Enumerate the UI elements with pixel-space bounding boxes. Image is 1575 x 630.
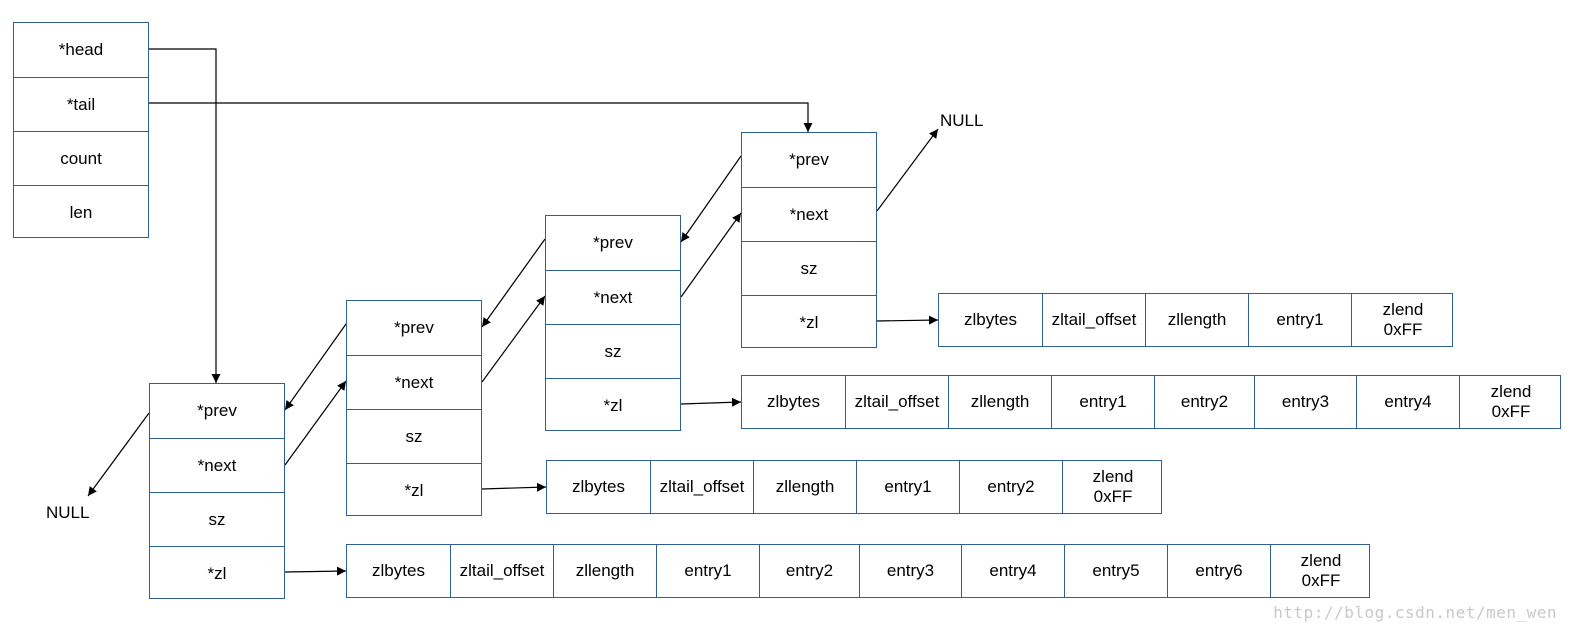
quicklist-node-4-field-next: *next [742, 187, 876, 241]
ziplist-cell-zlbytes: zlbytes [572, 477, 625, 496]
zl-pointer-arrow-1 [284, 566, 347, 576]
quicklist-node-1-field-zl: *zl [150, 546, 284, 600]
quicklist-node-3-field-sz: sz [546, 324, 680, 378]
quicklist-node-2-field-next: *next [347, 355, 481, 409]
head-pointer-arrow [149, 48, 221, 383]
prev-link-arrow-2 [284, 323, 347, 411]
ziplist-cell-zllength: zllength [553, 545, 656, 597]
quicklist-node-3-field-zl: *zl [546, 378, 680, 432]
ziplist-cell-zltail-offset: zltail_offset [845, 376, 948, 428]
quicklist-header-field-head: *head [58, 40, 104, 59]
quicklist-node-1-field-sz: sz [150, 492, 284, 546]
next-link-arrow-2 [481, 295, 546, 383]
ziplist-cell-zlend-0xff: zlend 0xFF [1062, 461, 1163, 513]
ziplist-cell-entry1: entry1 [856, 461, 959, 513]
ziplist-cell-zltail-offset: zltail_offset [650, 461, 753, 513]
quicklist-node-2-field-sz: sz [347, 409, 481, 463]
zl-pointer-arrow-4 [876, 315, 939, 325]
quicklist-node-3-field-prev: *prev [593, 233, 633, 252]
ziplist-cell-entry4: entry4 [961, 545, 1064, 597]
quicklist-node-3-field-next: *next [546, 270, 680, 324]
prev-null-arrow [87, 412, 150, 497]
ziplist-cell-zlend-0xff: zlend 0xFF [1459, 376, 1562, 428]
ziplist-cell-entry2: entry2 [759, 545, 859, 597]
ziplist-cell-entry1: entry1 [656, 545, 759, 597]
quicklist-header-field-len: len [14, 185, 148, 239]
quicklist-header-field-count: count [14, 131, 148, 185]
ziplist-cell-entry3: entry3 [1254, 376, 1356, 428]
quicklist-node-4-field-prev: *prev [789, 150, 829, 169]
quicklist-node-2-field-zl: *zl [347, 463, 481, 517]
zl-pointer-arrow-2 [481, 482, 547, 492]
ziplist-cell-entry5: entry5 [1064, 545, 1167, 597]
quicklist-node-2-field-prev: *prev [394, 318, 434, 337]
ziplist-cell-zlbytes: zlbytes [767, 392, 820, 411]
prev-link-arrow-4 [680, 155, 742, 243]
ziplist-cell-zlend-0xff: zlend 0xFF [1351, 294, 1454, 346]
prev-link-arrow-3 [481, 238, 546, 328]
ziplist-cell-zllength: zllength [948, 376, 1051, 428]
ziplist-cell-zlbytes: zlbytes [372, 561, 425, 580]
ziplist-cell-zltail-offset: zltail_offset [1042, 294, 1145, 346]
quicklist-node-1-field-next: *next [150, 438, 284, 492]
quicklist-node-4-field-zl: *zl [742, 295, 876, 349]
ziplist-cell-entry1: entry1 [1248, 294, 1351, 346]
quicklist-node-1-field-prev: *prev [197, 401, 237, 420]
ziplist-cell-entry6: entry6 [1167, 545, 1270, 597]
ziplist-cell-entry2: entry2 [959, 461, 1062, 513]
next-link-arrow-3 [680, 212, 742, 298]
watermark: http://blog.csdn.net/men_wen [1273, 603, 1557, 622]
quicklist-node-4-field-sz: sz [742, 241, 876, 295]
ziplist-cell-entry2: entry2 [1154, 376, 1254, 428]
ziplist-cell-entry1: entry1 [1051, 376, 1154, 428]
null-label-next: NULL [940, 111, 984, 130]
ziplist-cell-zlend-0xff: zlend 0xFF [1270, 545, 1371, 597]
zl-pointer-arrow-3 [680, 397, 742, 407]
ziplist-cell-entry3: entry3 [859, 545, 961, 597]
next-link-arrow-1 [284, 380, 347, 466]
tail-pointer-arrow [149, 102, 813, 132]
ziplist-cell-zllength: zllength [1145, 294, 1248, 346]
quicklist-header-field-tail: *tail [14, 77, 148, 131]
ziplist-cell-entry4: entry4 [1356, 376, 1459, 428]
ziplist-cell-zltail-offset: zltail_offset [450, 545, 553, 597]
null-label-prev: NULL [46, 503, 90, 522]
ziplist-cell-zlbytes: zlbytes [964, 310, 1017, 329]
next-null-arrow [876, 128, 939, 212]
ziplist-cell-zllength: zllength [753, 461, 856, 513]
